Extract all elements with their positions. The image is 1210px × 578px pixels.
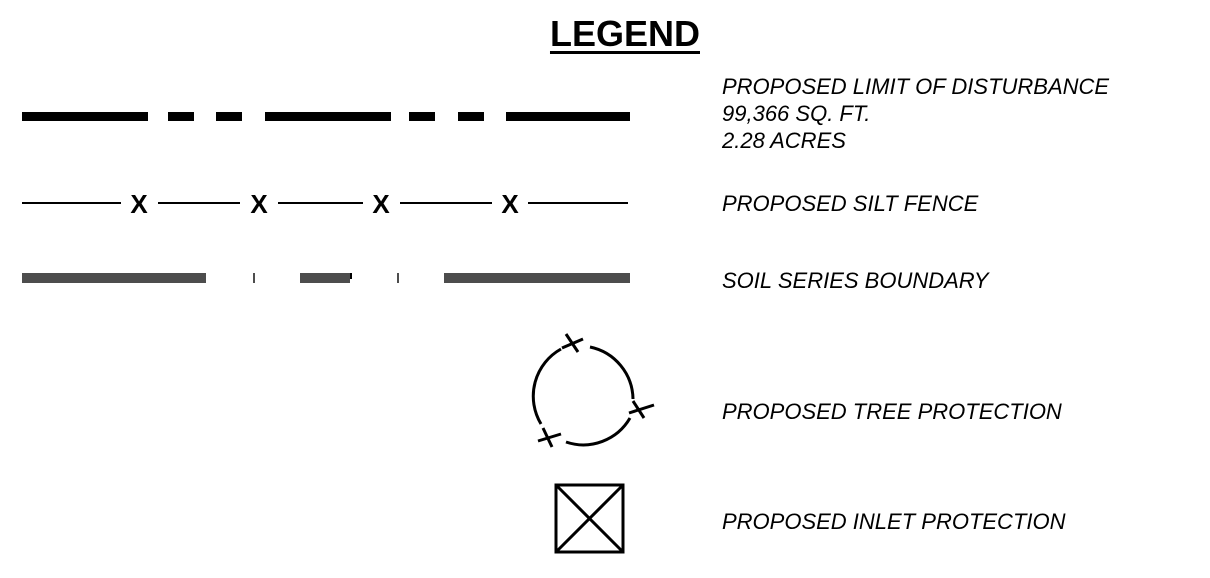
legend-title: LEGEND [0, 14, 1210, 54]
limit-of-disturbance-area-sqft: 99,366 SQ. FT. [722, 101, 871, 126]
soil-dash-long [444, 273, 630, 283]
silt-fence-label-line: PROPOSED SILT FENCE [722, 191, 979, 216]
lod-dash-long [506, 112, 630, 121]
silt-fence-x-marker: X [372, 189, 390, 219]
soil-dash-tick [397, 273, 399, 283]
soil-series-boundary-label-line: SOIL SERIES BOUNDARY [722, 268, 989, 293]
inlet-box [554, 483, 625, 554]
inlet-diagonal [554, 483, 625, 554]
limit-of-disturbance-symbol [22, 112, 630, 121]
lod-dash-short [216, 112, 242, 121]
tree-protection-label-line: PROPOSED TREE PROTECTION [722, 399, 1062, 424]
silt-fence-x-marker: X [130, 189, 148, 219]
soil-series-boundary-symbol [22, 273, 630, 283]
legend-symbols: X X X X [22, 112, 655, 554]
legend-title-text: LEGEND [549, 13, 700, 54]
inlet-protection-symbol [554, 483, 625, 554]
inlet-protection-label: PROPOSED INLET PROTECTION [722, 508, 1066, 535]
limit-of-disturbance-area-acres: 2.28 ACRES [722, 128, 846, 153]
lod-dash-long [265, 112, 391, 121]
inlet-protection-label-line: PROPOSED INLET PROTECTION [722, 509, 1066, 534]
tree-protection-x-icon [537, 427, 562, 448]
silt-fence-label: PROPOSED SILT FENCE [722, 190, 978, 217]
limit-of-disturbance-label: PROPOSED LIMIT OF DISTURBANCE 99,366 SQ.… [722, 73, 1109, 154]
silt-fence-x-marker: X [250, 189, 268, 219]
lod-dash-short [409, 112, 435, 121]
tree-protection-arc [531, 347, 562, 425]
tree-protection-symbol [531, 333, 655, 448]
tree-protection-arc [589, 345, 635, 400]
silt-fence-markers: X X X X [130, 189, 519, 219]
lod-dash-short [168, 112, 194, 121]
tree-protection-x-icon [561, 333, 584, 353]
soil-dash-tick [253, 273, 255, 283]
tree-protection-arc [565, 417, 632, 447]
lod-dash-long [22, 112, 148, 121]
lod-dash-short [458, 112, 484, 121]
silt-fence-x-marker: X [501, 189, 519, 219]
soil-dash-short [300, 273, 350, 283]
tree-protection-label: PROPOSED TREE PROTECTION [722, 398, 1062, 425]
soil-series-boundary-label: SOIL SERIES BOUNDARY [722, 267, 989, 294]
soil-dash-long [22, 273, 206, 283]
tree-protection-x-icon [628, 400, 655, 419]
soil-dash-tick [350, 273, 352, 279]
limit-of-disturbance-label-line: PROPOSED LIMIT OF DISTURBANCE [722, 74, 1110, 99]
